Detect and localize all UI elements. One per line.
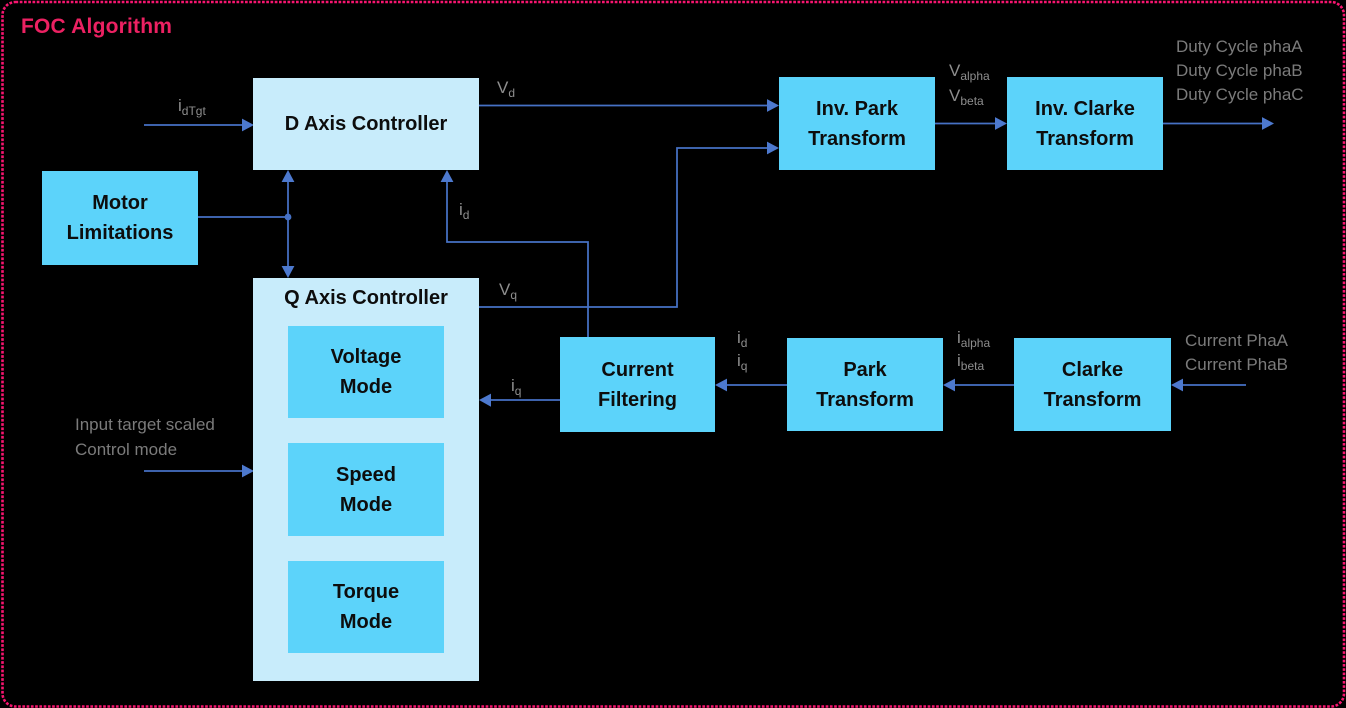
connector-id-feedback — [440, 170, 589, 337]
signal-label-valpha: Valpha — [949, 61, 990, 83]
signal-label-vd: Vd — [497, 78, 516, 100]
connector-current-input — [1171, 378, 1246, 392]
label-control-inputs: Input target scaled Control mode — [75, 412, 215, 462]
junction-dot — [284, 213, 292, 221]
connector-motor-limitations — [198, 170, 295, 278]
label-line: Duty Cycle phaC — [1176, 85, 1304, 104]
signal-label-iq-feedback: iq — [511, 376, 522, 398]
connector-vq — [479, 141, 779, 308]
block-label: Speed Mode — [335, 463, 397, 516]
label-line: Current PhaB — [1185, 355, 1288, 374]
block-torque-mode[interactable]: Torque Mode — [288, 561, 444, 653]
signal-label-vq: Vq — [499, 280, 518, 302]
connector-vd — [479, 99, 779, 112]
block-voltage-mode[interactable]: Voltage Mode — [288, 326, 444, 418]
block-label: Torque Mode — [332, 581, 400, 633]
label-line: Duty Cycle phaA — [1176, 37, 1303, 56]
block-current-filtering[interactable]: Current Filtering — [560, 337, 715, 432]
block-label: Park Transform — [816, 358, 914, 411]
block-inv-park-transform[interactable]: Inv. Park Transform — [779, 77, 935, 170]
signal-label-ibeta: ibeta — [957, 351, 985, 373]
label-line: Input target scaled — [75, 415, 215, 434]
block-label: Inv. Clarke Transform — [1035, 97, 1135, 150]
block-inv-clarke-transform[interactable]: Inv. Clarke Transform — [1007, 77, 1163, 170]
connector-control-input — [144, 464, 254, 478]
signal-label-id: id — [737, 328, 748, 350]
label-line: Current PhaA — [1185, 331, 1288, 350]
block-label: Q Axis Controller — [284, 287, 448, 309]
diagram-title: FOC Algorithm — [21, 15, 173, 38]
block-park-transform[interactable]: Park Transform — [787, 338, 943, 431]
signal-label-ialpha: ialpha — [957, 328, 991, 350]
signal-label-vbeta: Vbeta — [949, 86, 984, 108]
block-label: Clarke Transform — [1043, 358, 1142, 411]
block-clarke-transform[interactable]: Clarke Transform — [1014, 338, 1171, 431]
signal-label-iq: iq — [737, 351, 748, 373]
signal-label-idtgt: idTgt — [178, 96, 206, 118]
block-d-axis-controller[interactable]: D Axis Controller — [253, 78, 479, 170]
block-label: Current Filtering — [598, 358, 677, 411]
connector-invpark-to-invclarke — [935, 117, 1007, 130]
block-label: D Axis Controller — [284, 113, 448, 135]
block-motor-limitations[interactable]: Motor Limitations — [42, 171, 198, 265]
block-label: Voltage Mode — [330, 346, 402, 398]
block-label: Motor Limitations — [66, 192, 174, 244]
connector-duty-cycle-output — [1163, 117, 1274, 130]
label-duty-cycle-outputs: Duty Cycle phaA Duty Cycle phaB Duty Cyc… — [1176, 35, 1304, 107]
label-line: Control mode — [75, 440, 178, 459]
connector-idtgt-input — [144, 118, 254, 132]
block-label: Inv. Park Transform — [808, 97, 906, 150]
block-speed-mode[interactable]: Speed Mode — [288, 443, 444, 536]
label-current-inputs: Current PhaA Current PhaB — [1185, 329, 1288, 377]
connector-clarke-to-park — [943, 378, 1014, 392]
signal-label-id-feedback: id — [459, 200, 470, 222]
label-line: Duty Cycle phaB — [1176, 61, 1303, 80]
connector-park-to-current-filtering — [715, 378, 787, 392]
connector-iq-feedback — [479, 393, 560, 407]
